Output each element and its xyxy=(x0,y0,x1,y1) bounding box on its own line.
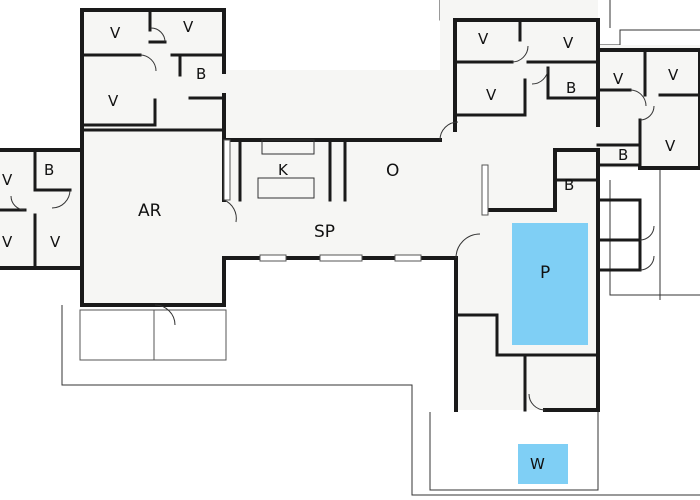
room-label-v: V xyxy=(668,66,679,84)
pool xyxy=(512,223,588,345)
room-label-v: V xyxy=(50,233,61,251)
room-label-v: V xyxy=(108,92,119,110)
room-label-b: B xyxy=(44,161,54,179)
room-label-v: V xyxy=(563,34,574,52)
room-label-b: B xyxy=(618,146,628,164)
room-label-v: V xyxy=(2,233,13,251)
room-label-k: K xyxy=(278,161,289,179)
room-label-v: V xyxy=(110,24,121,42)
kitchen-fixtures xyxy=(257,139,315,199)
windows xyxy=(79,139,489,361)
room-label-v: V xyxy=(2,171,13,189)
room-label-ar: AR xyxy=(138,201,162,221)
room-label-b: B xyxy=(566,79,576,97)
doors xyxy=(10,27,655,411)
room-label-w: W xyxy=(530,455,545,473)
whirlpool xyxy=(518,444,568,484)
room-labels: V B V V V V B V AR K O SP V V V B V V V … xyxy=(2,18,679,473)
room-label-sp: SP xyxy=(314,222,335,242)
room-label-v: V xyxy=(665,137,676,155)
room-label-p: P xyxy=(540,263,550,283)
room-label-v: V xyxy=(478,30,489,48)
room-label-o: O xyxy=(386,161,399,181)
room-label-v: V xyxy=(183,18,194,36)
room-label-b: B xyxy=(196,65,206,83)
room-label-b: B xyxy=(564,176,574,194)
room-label-v: V xyxy=(613,70,624,88)
room-label-v: V xyxy=(486,86,497,104)
